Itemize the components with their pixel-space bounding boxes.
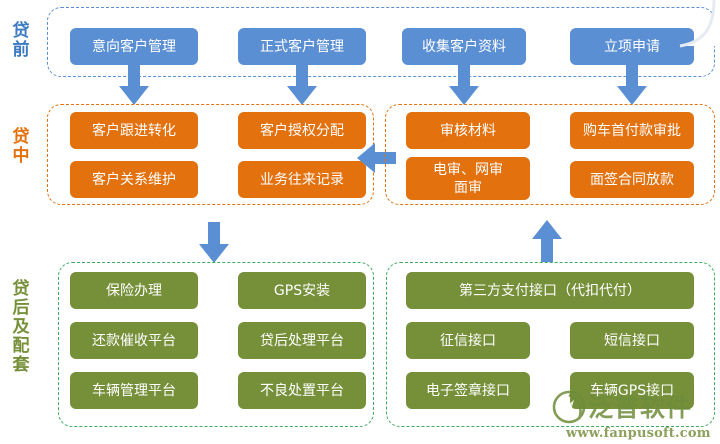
arrow-down-project bbox=[616, 64, 648, 106]
node-business-transaction-records[interactable]: 业务往来记录 bbox=[238, 161, 366, 198]
node-review-materials[interactable]: 审核材料 bbox=[406, 112, 530, 149]
node-repayment-collection-platform[interactable]: 还款催收平台 bbox=[70, 322, 198, 359]
node-down-payment-approval[interactable]: 购车首付款审批 bbox=[570, 112, 694, 149]
stage-label-post-loan: 贷 后 及 配 套 bbox=[12, 279, 30, 375]
panel-post-loan-right bbox=[386, 262, 715, 427]
arrow-down-formal bbox=[286, 64, 318, 106]
node-customer-authorization-allocation[interactable]: 客户授权分配 bbox=[238, 112, 366, 149]
node-intent-customer-management[interactable]: 意向客户管理 bbox=[70, 28, 198, 65]
node-project-application[interactable]: 立项申请 bbox=[570, 28, 694, 65]
node-electronic-signature-interface[interactable]: 电子签章接口 bbox=[406, 372, 530, 409]
arrow-left-in-loan bbox=[357, 142, 397, 174]
node-face-signing-contract-disbursement[interactable]: 面签合同放款 bbox=[570, 161, 694, 198]
panel-in-loan-right bbox=[385, 104, 715, 205]
node-vehicle-gps-interface[interactable]: 车辆GPS接口 bbox=[570, 372, 694, 409]
arrow-up-interfaces bbox=[531, 219, 563, 263]
node-gps-installation[interactable]: GPS安装 bbox=[238, 272, 366, 309]
arrow-down-collect bbox=[448, 64, 480, 106]
panel-post-loan-left bbox=[58, 262, 374, 427]
node-insurance-handling[interactable]: 保险办理 bbox=[70, 272, 198, 309]
node-phone-online-face-review[interactable]: 电审、网审 面审 bbox=[406, 157, 530, 200]
node-customer-relationship-maintenance[interactable]: 客户关系维护 bbox=[70, 161, 198, 198]
node-sms-interface[interactable]: 短信接口 bbox=[570, 322, 694, 359]
node-bad-debt-disposal-platform[interactable]: 不良处置平台 bbox=[238, 372, 366, 409]
node-credit-reference-interface[interactable]: 征信接口 bbox=[406, 322, 530, 359]
node-collect-customer-data[interactable]: 收集客户资料 bbox=[402, 28, 526, 65]
node-customer-follow-up-conversion[interactable]: 客户跟进转化 bbox=[70, 112, 198, 149]
node-third-party-payment-interface[interactable]: 第三方支付接口（代扣代付） bbox=[406, 272, 694, 309]
stage-label-in-loan: 贷 中 bbox=[12, 127, 30, 166]
arrow-down-intent bbox=[118, 64, 150, 106]
node-vehicle-management-platform[interactable]: 车辆管理平台 bbox=[70, 372, 198, 409]
node-formal-customer-management[interactable]: 正式客户管理 bbox=[238, 28, 366, 65]
stage-label-pre-loan: 贷 前 bbox=[12, 21, 30, 60]
watermark-url: www.fanpusoft.com bbox=[566, 426, 711, 441]
node-post-loan-processing-platform[interactable]: 贷后处理平台 bbox=[238, 322, 366, 359]
arrow-down-post-loan bbox=[198, 222, 230, 264]
